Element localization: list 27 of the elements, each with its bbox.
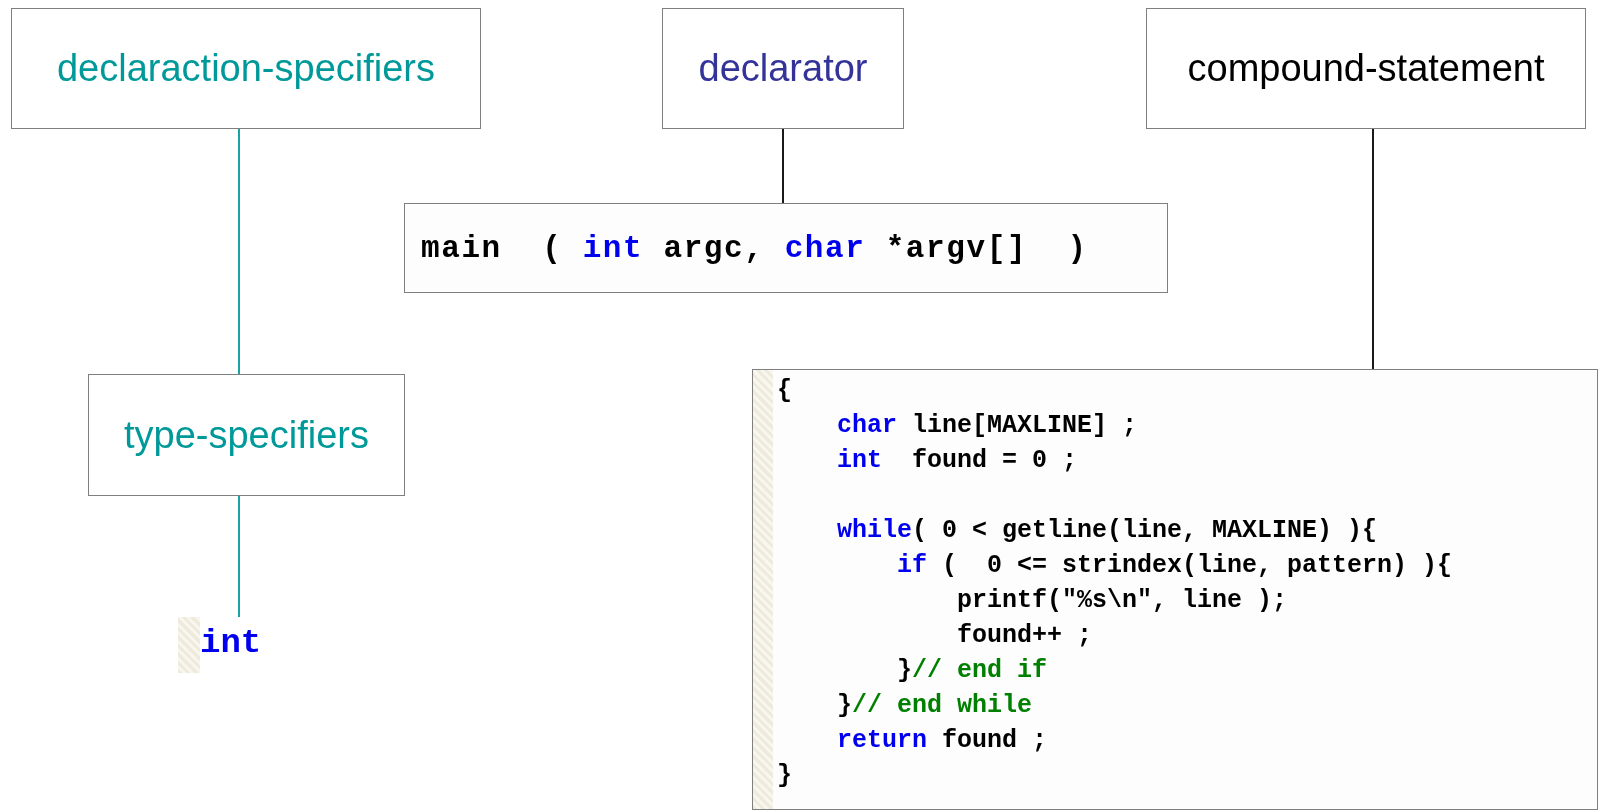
label-text: declarator xyxy=(698,47,868,90)
label-text: compound-statement xyxy=(1187,47,1545,90)
code-line: while( 0 < getline(line, MAXLINE) ){ xyxy=(837,515,1378,547)
code-line: char line[MAXLINE] ; xyxy=(837,410,1138,442)
code-line: }// end if xyxy=(897,655,1048,687)
label-box xyxy=(88,374,405,496)
code-line: printf("%s\n", line ); xyxy=(957,585,1288,617)
code-line: int found = 0 ; xyxy=(837,445,1078,477)
connector-line xyxy=(238,128,240,375)
code-text: main ( int argc, char *argv[] ) xyxy=(421,230,1088,266)
label-box xyxy=(662,8,904,129)
code-line: return found ; xyxy=(837,725,1048,757)
label-text: declaraction-specifiers xyxy=(56,47,436,90)
code-box xyxy=(752,369,1598,810)
connector-line xyxy=(1372,128,1374,370)
code-text: int xyxy=(200,623,262,663)
label-box xyxy=(1146,8,1586,129)
code-box xyxy=(404,203,1168,293)
connector-line xyxy=(238,495,240,618)
label-box xyxy=(11,8,481,129)
connector-line xyxy=(782,128,784,204)
code-line: if ( 0 <= strindex(line, pattern) ){ xyxy=(897,550,1453,582)
code-line: { xyxy=(777,375,792,407)
code-line: }// end while xyxy=(837,690,1033,722)
code-line: } xyxy=(777,760,792,792)
code-line: found++ ; xyxy=(957,620,1093,652)
label-text: type-specifiers xyxy=(124,413,369,457)
